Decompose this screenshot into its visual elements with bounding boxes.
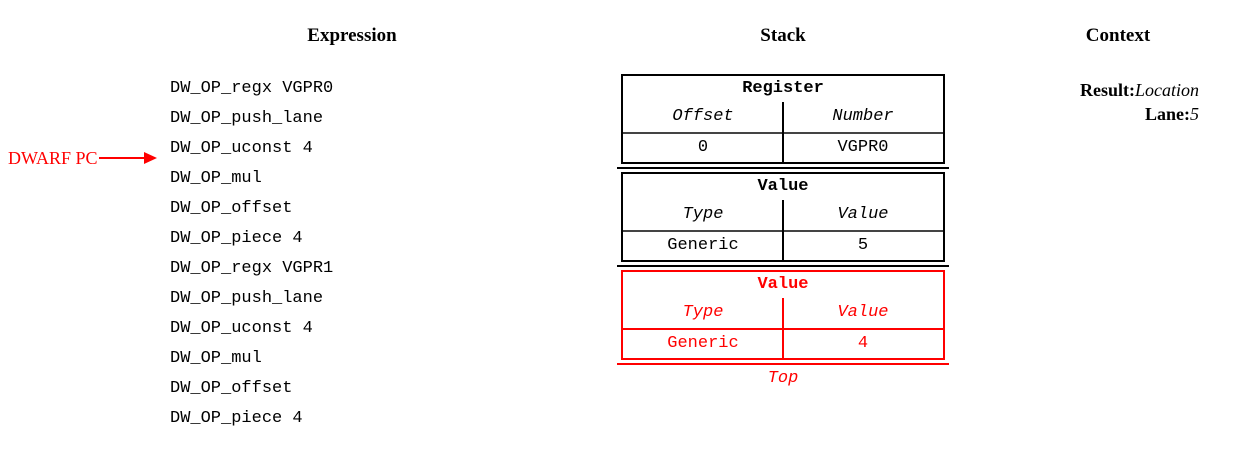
context-item-value: Location (1134, 80, 1199, 100)
stack-entry-title: Value (757, 177, 809, 196)
expression-line: DW_OP_push_lane (170, 109, 324, 128)
stack-column-header: Value (837, 303, 889, 322)
stack-column-header: Type (682, 205, 724, 224)
expression-line: DW_OP_piece 4 (170, 409, 303, 428)
context-item: Result:Location (1080, 78, 1199, 102)
dwarf-pc-marker: DWARF PC (8, 145, 159, 171)
expression-line: DW_OP_piece 4 (170, 229, 303, 248)
stack-cell-value: Generic (667, 334, 739, 353)
stack-cell-value: 0 (697, 138, 709, 157)
stack-entry-title: Value (757, 275, 809, 294)
context-item-key: Result: (1079, 80, 1135, 100)
stack-entry-separator (617, 167, 949, 169)
stack-column-header: Offset (672, 107, 734, 126)
stack-cell-value: Generic (667, 236, 739, 255)
stack-entry-separator (617, 265, 949, 267)
expression-line: DW_OP_offset (170, 199, 293, 218)
stack-column-header: Value (837, 205, 889, 224)
page-title-stack: Stack (760, 25, 806, 46)
expression-line: DW_OP_mul (170, 349, 262, 368)
stack-column-header: Number (832, 107, 894, 126)
stack-cell-value: 4 (857, 334, 869, 353)
stack-cell-value: VGPR0 (837, 138, 889, 157)
expression-line: DW_OP_uconst 4 (170, 139, 313, 158)
context-item: Lane:5 (1080, 102, 1199, 126)
expression-line: DW_OP_offset (170, 379, 293, 398)
page-title-context: Context (1085, 25, 1151, 46)
dwarf-pc-label: DWARF PC (8, 148, 98, 168)
stack-entry-title: Register (742, 79, 824, 98)
expression-line: DW_OP_regx VGPR1 (170, 259, 334, 278)
stack-entry-separator (617, 363, 949, 365)
stack-cell-value: 5 (857, 236, 869, 255)
page-title-expression: Expression (307, 25, 397, 46)
context-item-key: Lane: (1145, 104, 1190, 124)
context-item-value: 5 (1190, 104, 1199, 124)
expression-line: DW_OP_regx VGPR0 (170, 79, 334, 98)
stack-column-header: Type (682, 303, 724, 322)
arrow-right-icon (98, 152, 159, 164)
stack-top-label: Top (767, 369, 799, 388)
expression-line: DW_OP_uconst 4 (170, 319, 313, 338)
expression-line: DW_OP_mul (170, 169, 262, 188)
expression-line: DW_OP_push_lane (170, 289, 324, 308)
